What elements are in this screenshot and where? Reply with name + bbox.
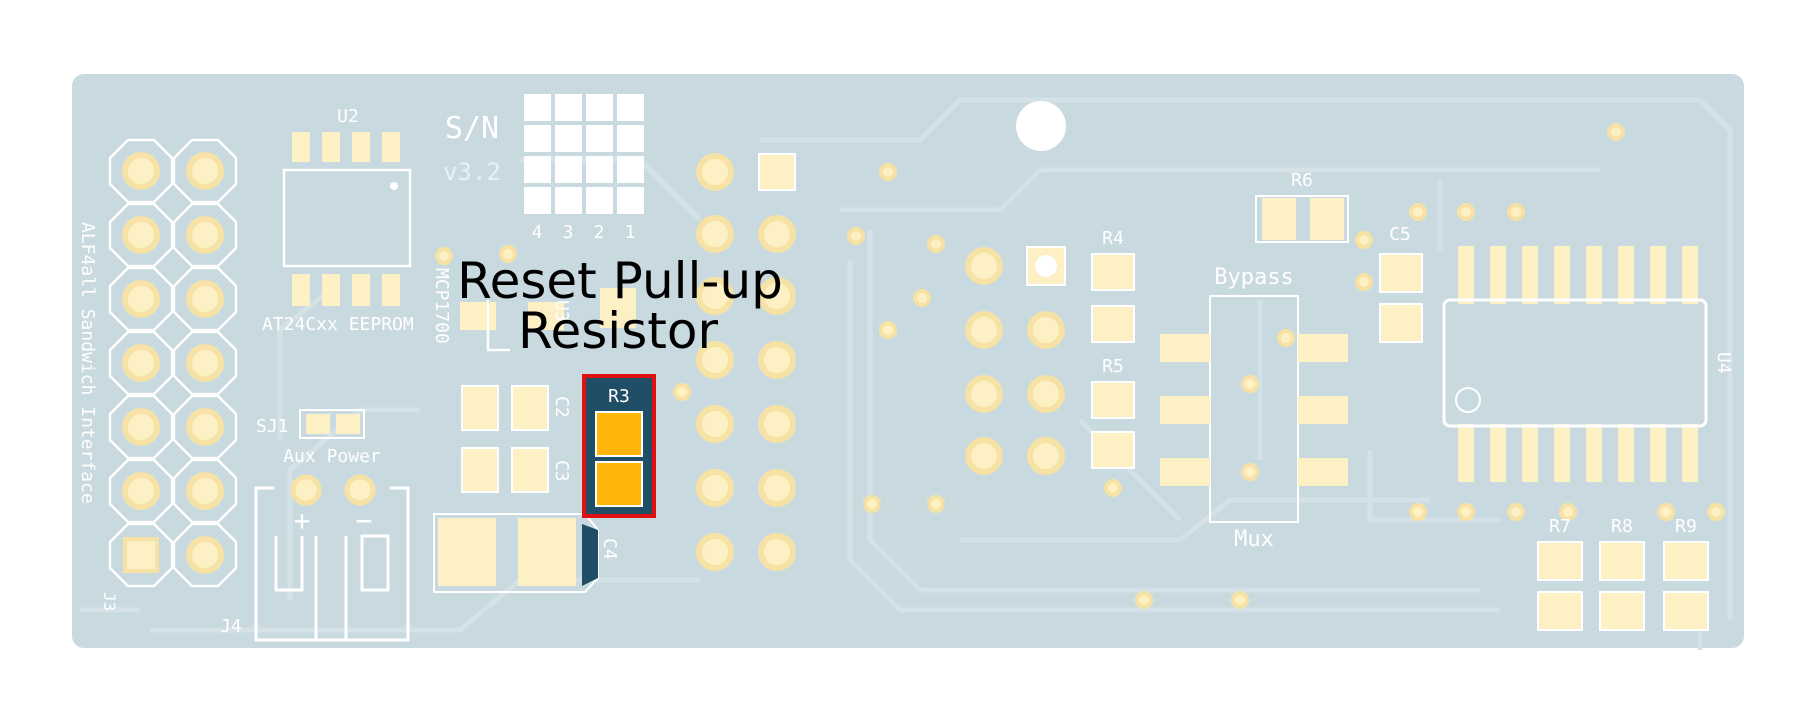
- label-version: v3.2: [443, 158, 501, 186]
- sj1-jumper: [299, 409, 365, 439]
- label-c3: C3: [551, 460, 572, 482]
- label-r4: R4: [1102, 228, 1124, 249]
- label-c4: C4: [599, 538, 620, 560]
- header-2x4: [965, 247, 1065, 475]
- capacitor-c4: [433, 513, 599, 593]
- label-r8: R8: [1611, 516, 1633, 537]
- label-sn-digit-1: 1: [625, 222, 636, 243]
- label-r3: R3: [608, 386, 630, 407]
- bypass-mux-switch: [1160, 295, 1348, 523]
- label-sn-digit-3: 3: [563, 222, 574, 243]
- u4-ic: [1442, 246, 1708, 482]
- callout-line2: Resistor: [518, 302, 718, 360]
- middle-header: [696, 153, 796, 571]
- label-c5: C5: [1389, 224, 1411, 245]
- label-interface: ALF4all Sandwich Interface: [77, 222, 98, 504]
- u2-eeprom: [282, 132, 412, 306]
- label-sn: S/N: [445, 111, 499, 146]
- label-u4: U4: [1713, 352, 1734, 374]
- label-r9: R9: [1675, 516, 1697, 537]
- label-j3: J3: [100, 592, 119, 611]
- capacitors-c2-c3: [461, 385, 549, 493]
- resistors-r7-r8-r9: [1537, 541, 1709, 631]
- r3-highlight: [582, 374, 656, 518]
- label-sn-digit-2: 2: [594, 222, 605, 243]
- label-r6: R6: [1291, 170, 1313, 191]
- mounting-hole: [1016, 101, 1066, 151]
- resistors-r4-r5: [1091, 253, 1135, 469]
- label-mcp: MCP1700: [431, 268, 452, 344]
- label-aux-power: Aux Power: [283, 446, 381, 467]
- label-minus: −: [356, 504, 373, 537]
- resistor-r6: [1255, 195, 1349, 243]
- callout-line1: Reset Pull-up: [457, 252, 783, 310]
- label-r5: R5: [1102, 356, 1124, 377]
- capacitor-c5: [1379, 253, 1423, 343]
- label-mux: Mux: [1234, 527, 1274, 552]
- label-u2: U2: [337, 106, 359, 127]
- vias: [435, 123, 1725, 609]
- j4-connector: [254, 474, 410, 642]
- label-bypass: Bypass: [1214, 265, 1293, 290]
- middle-header-pin1: [758, 153, 796, 191]
- serial-number-grid: [524, 94, 644, 214]
- label-j4: J4: [220, 616, 242, 637]
- label-r7: R7: [1549, 516, 1571, 537]
- j3-header: [108, 138, 238, 588]
- label-eeprom: AT24Cxx EEPROM: [262, 314, 414, 335]
- label-sn-digit-4: 4: [532, 222, 543, 243]
- label-c2: C2: [551, 396, 572, 418]
- label-sj1: SJ1: [256, 416, 289, 437]
- label-u3: U3: [551, 300, 572, 322]
- label-plus: +: [294, 504, 311, 537]
- u3-regulator: [460, 288, 636, 352]
